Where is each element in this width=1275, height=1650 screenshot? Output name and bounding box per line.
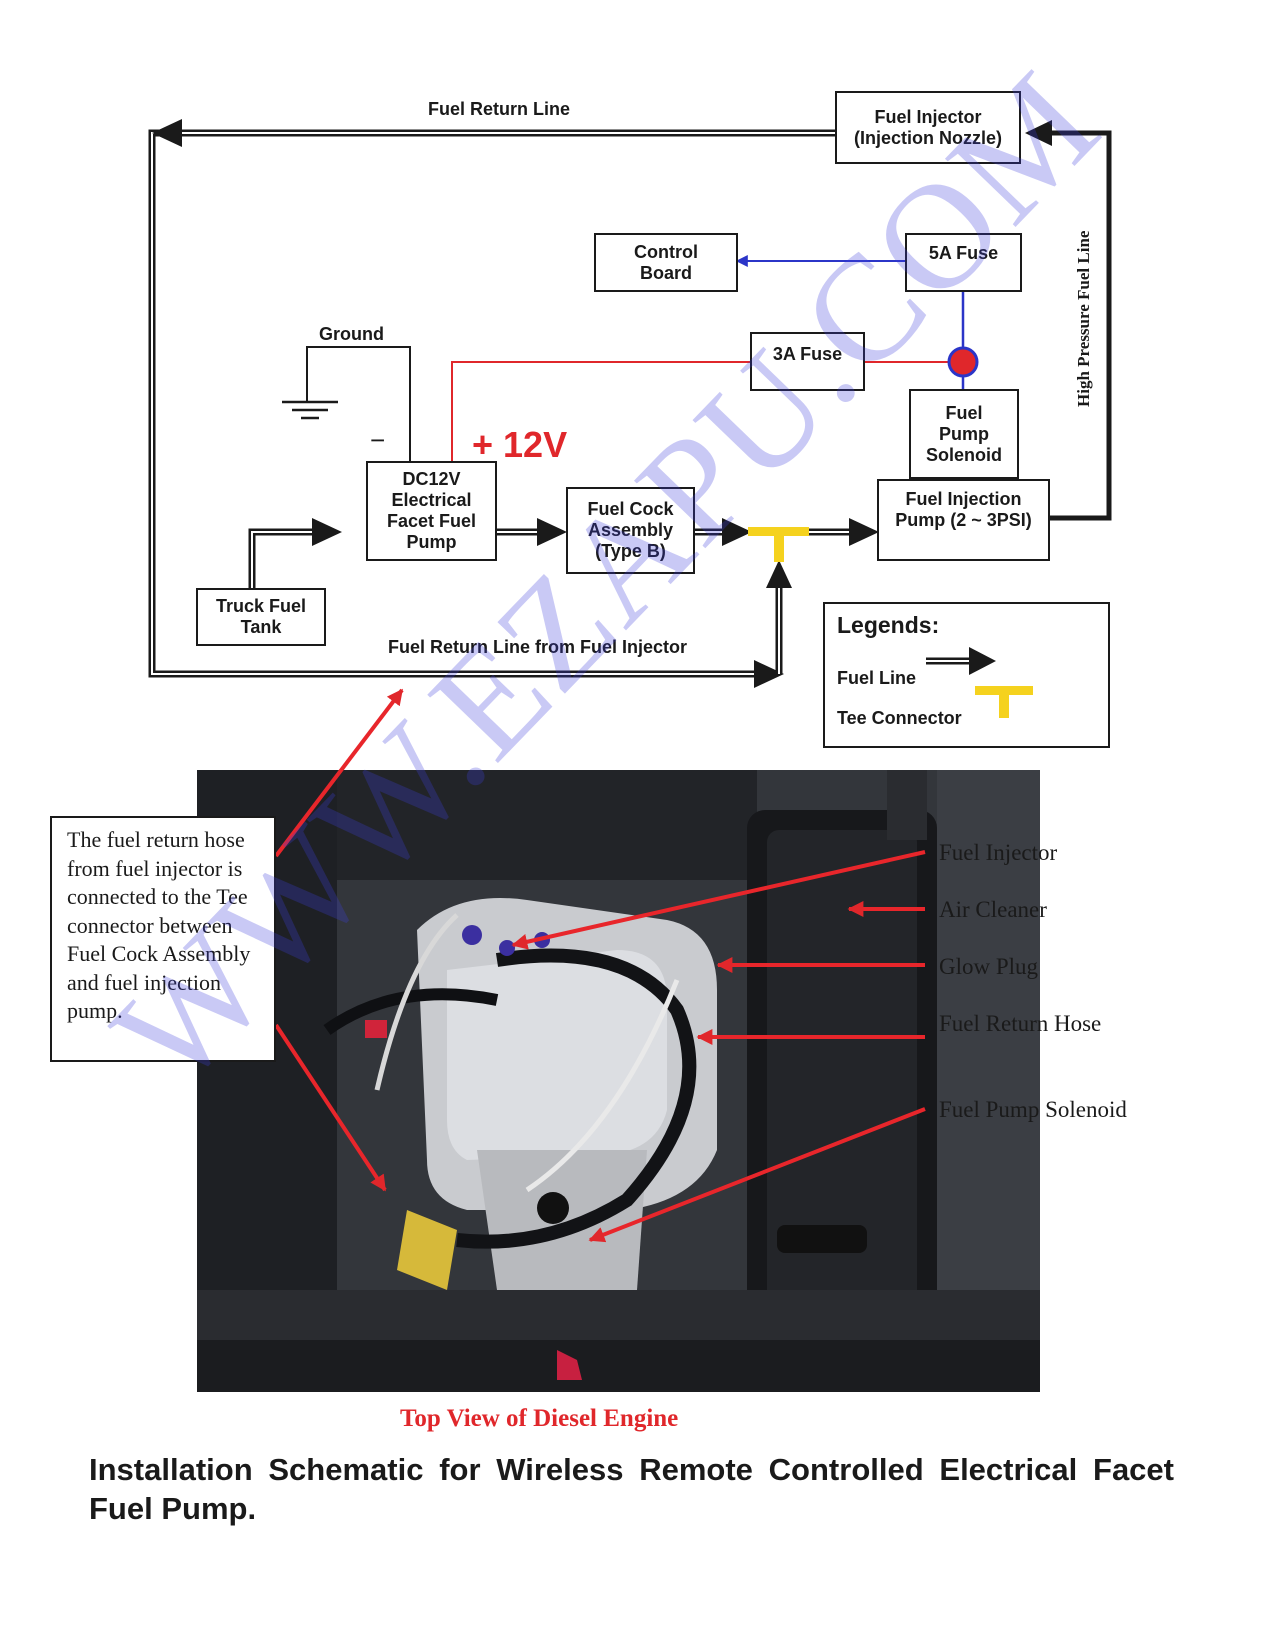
fuel-injector-box: Fuel Injector (Injection Nozzle) — [835, 91, 1021, 164]
note-arrow-up — [274, 688, 404, 858]
legend-tee-sample — [975, 686, 1033, 718]
tee-to-injection-pump-line — [806, 518, 879, 546]
tank-to-pump-line — [248, 518, 342, 588]
legend-fuel-line-label: Fuel Line — [837, 668, 917, 688]
fuel-pump-solenoid-arrow — [588, 1107, 926, 1243]
fuel-return-line — [148, 119, 839, 688]
callout-fuel-injector: Fuel Injector — [939, 840, 1058, 865]
fuel-return-line-label: Fuel Return Line — [428, 99, 571, 119]
tee-connector — [748, 527, 809, 562]
engine-photo — [197, 770, 1040, 1392]
note-box: The fuel return hose from fuel injector … — [50, 816, 276, 1062]
page-title: Installation Schematic for Wireless Remo… — [89, 1452, 1174, 1526]
plus-12v-label: + 12V — [472, 424, 568, 465]
callout-air-cleaner: Air Cleaner — [939, 897, 1047, 922]
photo-caption: Top View of Diesel Engine — [400, 1405, 679, 1432]
legend-fuel-line-sample — [926, 647, 996, 675]
power-wire — [451, 361, 963, 462]
note-arrow-down — [274, 1023, 387, 1192]
fuel-cock-box: Fuel Cock Assembly (Type B) — [566, 487, 695, 574]
return-to-tee-line — [766, 560, 792, 674]
fuse-5a-box: 5A Fuse — [905, 233, 1022, 292]
ground-label: Ground — [319, 324, 384, 344]
callout-fuel-return-hose: Fuel Return Hose — [939, 1011, 1102, 1036]
callout-glow-plug: Glow Plug — [939, 954, 1039, 979]
ground-wire — [282, 346, 411, 462]
fuel-injector-arrow — [511, 850, 926, 950]
cock-to-tee-line — [695, 518, 752, 546]
facet-fuel-pump-box: DC12V Electrical Facet Fuel Pump — [366, 461, 497, 561]
fuel-injection-pump-box: Fuel Injection Pump (2 ~ 3PSI) — [877, 479, 1050, 561]
control-board-box: Control Board — [594, 233, 738, 292]
control-wire — [735, 255, 979, 390]
legend-box: Legends: Fuel Line Tee Connector — [823, 602, 1110, 748]
fuel-pump-solenoid-box: Fuel Pump Solenoid — [909, 389, 1019, 479]
truck-fuel-tank-box: Truck Fuel Tank — [196, 588, 326, 646]
minus-label: − — [370, 425, 386, 455]
callout-fuel-pump-solenoid: Fuel Pump Solenoid — [939, 1097, 1127, 1122]
legend-tee-connector-label: Tee Connector — [837, 708, 962, 728]
return-line-from-injector-label: Fuel Return Line from Fuel Injector — [388, 637, 688, 657]
fuse-3a-box: 3A Fuse — [750, 332, 865, 391]
high-pressure-fuel-line — [1025, 120, 1112, 521]
legend-title: Legends: — [837, 612, 940, 638]
pump-to-cock-line — [497, 518, 567, 546]
